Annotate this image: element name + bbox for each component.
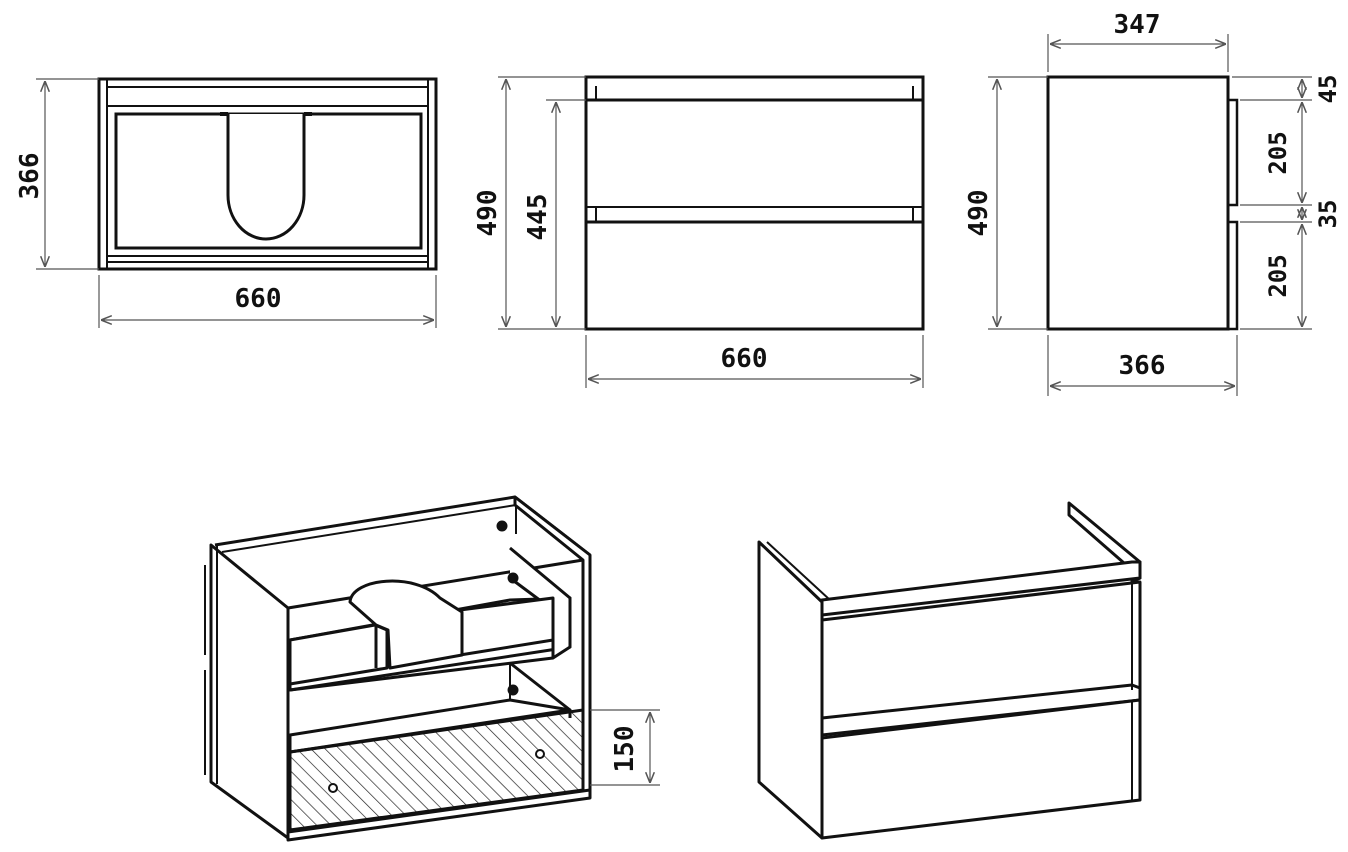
front-height-label: 490 [473,190,503,237]
side-drawer-front-1 [1226,98,1239,207]
top-view-dims [36,78,437,328]
iso-left-panel [209,543,290,840]
top-view-outline [97,77,438,271]
front-width-label: 660 [721,344,768,374]
side-gap-top-label: 45 [1314,75,1342,104]
side-height-label: 490 [964,190,994,237]
top-view [97,77,438,271]
iso-siphon-cutout [348,579,464,670]
side-view-dims [988,34,1312,396]
front-view-dims [498,76,924,388]
iso-closed-cabinet [757,501,1142,840]
side-drawer-front-2 [1226,220,1239,331]
iso-lower-drawer-front [820,698,1142,840]
side-view-outline [1046,75,1230,331]
iso-open-cabinet [204,495,592,842]
front-view-outline [584,75,925,331]
side-drawer1-label: 205 [1264,131,1292,174]
side-drawer2-label: 205 [1264,254,1292,297]
front-view [584,75,925,331]
iso-top-rail [820,560,1142,617]
iso-drawer-height-label: 150 [610,726,640,773]
iso-open-dims [590,709,660,786]
top-depth-label: 366 [15,153,45,200]
front-inner-height-label: 445 [523,194,553,241]
side-view [1046,75,1239,331]
iso-lower-drawer-floor [288,698,572,754]
side-top-depth-label: 347 [1114,10,1161,40]
siphon-cutout [226,114,306,241]
side-bottom-depth-label: 366 [1119,351,1166,381]
top-width-label: 660 [235,284,282,314]
iso-closed-left-panel [757,540,824,840]
iso-mid-gap [820,683,1142,737]
side-gap-mid-label: 35 [1314,200,1342,229]
